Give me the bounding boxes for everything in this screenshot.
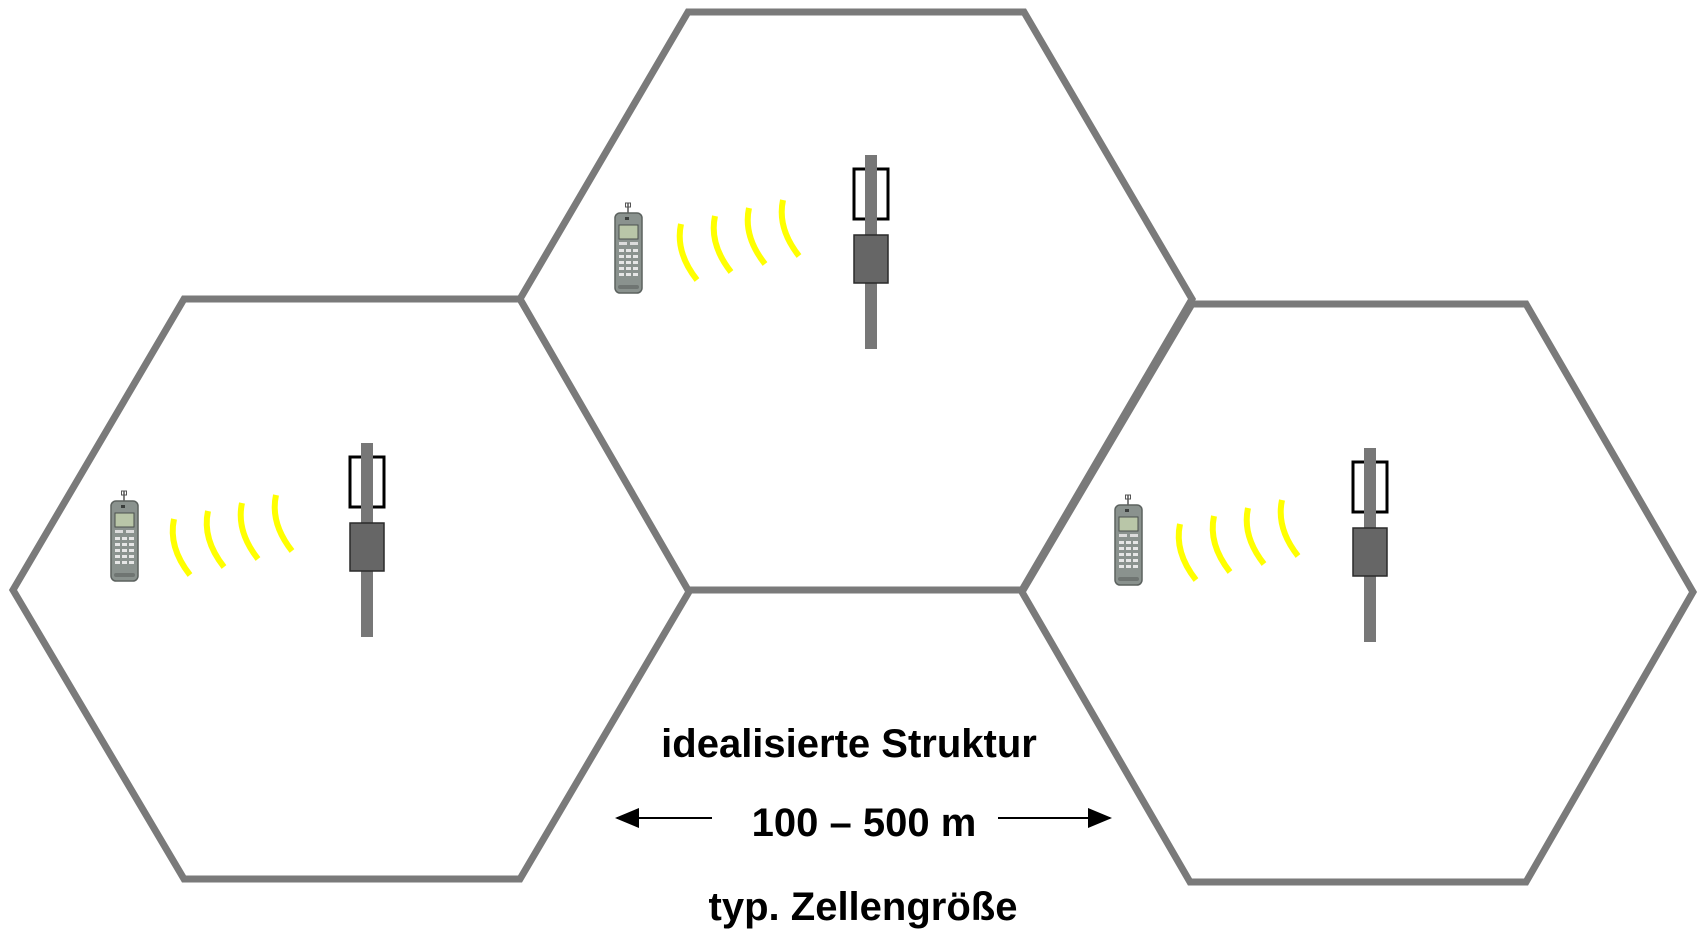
size-caption-label: typ. Zellengröße xyxy=(709,885,1018,929)
mobile-phone-icon xyxy=(1114,494,1143,586)
size-range-label: 100 – 500 m xyxy=(752,801,977,845)
mobile-phone-icon xyxy=(110,490,139,582)
cell-right xyxy=(1017,300,1698,886)
mobile-phone-icon xyxy=(614,202,643,294)
structure-label: idealisierte Struktur xyxy=(661,722,1037,766)
